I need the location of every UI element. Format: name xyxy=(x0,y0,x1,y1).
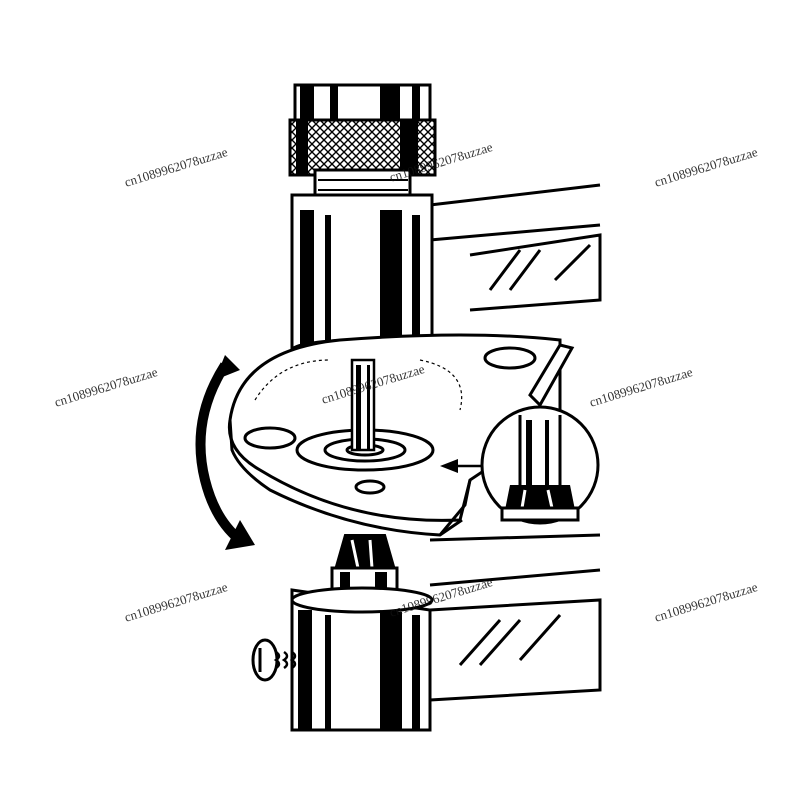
rotating-plate xyxy=(227,333,562,537)
lower-column xyxy=(290,586,434,732)
magnifier-circle-icon xyxy=(480,343,600,525)
frame-upper-arm xyxy=(428,183,602,330)
curved-arrow-icon xyxy=(195,355,255,550)
screw-icon xyxy=(251,638,297,682)
punch-pin xyxy=(350,358,376,452)
frame-lower-arm xyxy=(429,533,602,702)
plate-hole-bottom xyxy=(354,479,386,495)
plate-hole-left xyxy=(243,426,297,450)
barrel-sleeve xyxy=(290,193,434,362)
plate-hole-top xyxy=(483,346,537,370)
